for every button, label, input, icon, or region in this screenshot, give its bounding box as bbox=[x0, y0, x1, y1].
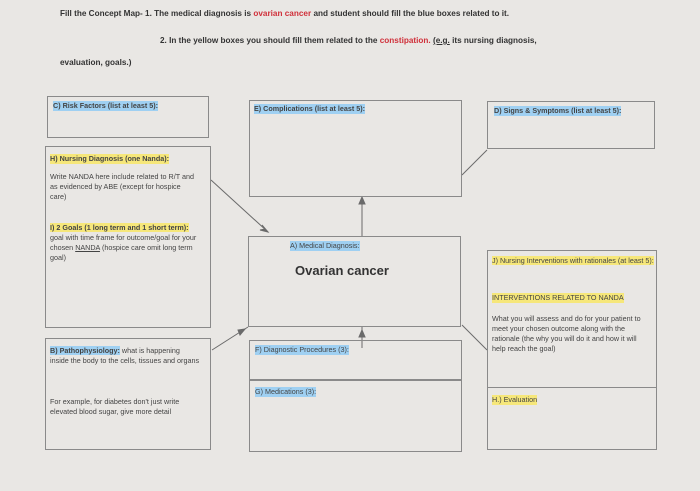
diagnostic-procedures-label: F) Diagnostic Procedures (3): bbox=[255, 345, 349, 355]
medical-diagnosis-label: A) Medical Diagnosis: bbox=[290, 241, 360, 251]
instruction-eg: (e.g. bbox=[432, 36, 450, 45]
pathophysiology-label: B) Pathophysiology: bbox=[50, 346, 120, 355]
complications-label: E) Complications (list at least 5): bbox=[254, 104, 366, 114]
goals-section: I) 2 Goals (1 long term and 1 short term… bbox=[50, 223, 202, 263]
instruction-line-3: evaluation, goals.) bbox=[60, 58, 132, 67]
connector-dx-to-interventions bbox=[461, 324, 488, 351]
signs-symptoms-box[interactable]: D) Signs & Symptoms (list at least 5): bbox=[487, 101, 655, 149]
diagnostic-procedures-box[interactable]: F) Diagnostic Procedures (3): bbox=[249, 340, 462, 380]
medical-diagnosis-box[interactable]: A) Medical Diagnosis: Ovarian cancer bbox=[248, 236, 461, 327]
nursing-diagnosis-box[interactable]: H) Nursing Diagnosis (one Nanda): Write … bbox=[45, 146, 211, 328]
medications-box[interactable]: G) Medications (3): bbox=[249, 380, 462, 452]
goals-nanda: NANDA bbox=[75, 243, 100, 252]
medications-label: G) Medications (3): bbox=[255, 387, 317, 397]
nursing-diagnosis-instructions: Write NANDA here include related to R/T … bbox=[50, 172, 194, 201]
instruction-text: and student should fill the blue boxes r… bbox=[311, 9, 510, 18]
connector-signs-to-dx bbox=[461, 149, 488, 176]
instruction-highlight-constipation: constipation. bbox=[379, 36, 431, 45]
risk-factors-box[interactable]: C) Risk Factors (list at least 5): bbox=[47, 96, 209, 138]
pathophysiology-box[interactable]: B) Pathophysiology: what is happening in… bbox=[45, 338, 211, 450]
instruction-text: Fill the Concept Map- 1. The medical dia… bbox=[60, 9, 254, 18]
nursing-diagnosis-label: H) Nursing Diagnosis (one Nanda): bbox=[50, 154, 169, 164]
complications-box[interactable]: E) Complications (list at least 5): bbox=[249, 100, 462, 197]
pathophysiology-text: B) Pathophysiology: what is happening in… bbox=[50, 346, 200, 366]
evaluation-divider bbox=[488, 387, 656, 388]
interventions-instructions: What you will assess and do for your pat… bbox=[492, 314, 641, 353]
evaluation-label: H.) Evaluation bbox=[492, 395, 538, 405]
instruction-line-2: 2. In the yellow boxes you should fill t… bbox=[160, 36, 537, 45]
medical-diagnosis-value: Ovarian cancer bbox=[295, 263, 389, 278]
signs-symptoms-label: D) Signs & Symptoms (list at least 5): bbox=[494, 106, 622, 116]
instruction-text: 2. In the yellow boxes you should fill t… bbox=[160, 36, 380, 45]
nursing-interventions-box[interactable]: J) Nursing Interventions with rationales… bbox=[487, 250, 657, 450]
connector-risk-to-dx bbox=[210, 179, 269, 233]
goals-text: goal with time frame for outcome/goal fo… bbox=[50, 233, 197, 252]
instruction-text: its nursing diagnosis, bbox=[449, 36, 537, 45]
nursing-interventions-label: J) Nursing Interventions with rationales… bbox=[492, 256, 654, 265]
interventions-nanda-label: INTERVENTIONS RELATED TO NANDA bbox=[492, 293, 624, 303]
goals-label: I) 2 Goals (1 long term and 1 short term… bbox=[50, 223, 189, 232]
pathophysiology-example: For example, for diabetes don't just wri… bbox=[50, 397, 180, 416]
pathophysiology-body: what is happening inside the body to the… bbox=[50, 346, 200, 365]
nursing-interventions-label-wrap: J) Nursing Interventions with rationales… bbox=[492, 256, 654, 266]
goals-text-2: (hospice care omit long term goal) bbox=[50, 243, 193, 262]
instruction-highlight-ovarian-cancer: ovarian cancer bbox=[253, 9, 312, 18]
instruction-line-1: Fill the Concept Map- 1. The medical dia… bbox=[60, 9, 509, 18]
risk-factors-label: C) Risk Factors (list at least 5): bbox=[53, 101, 159, 111]
